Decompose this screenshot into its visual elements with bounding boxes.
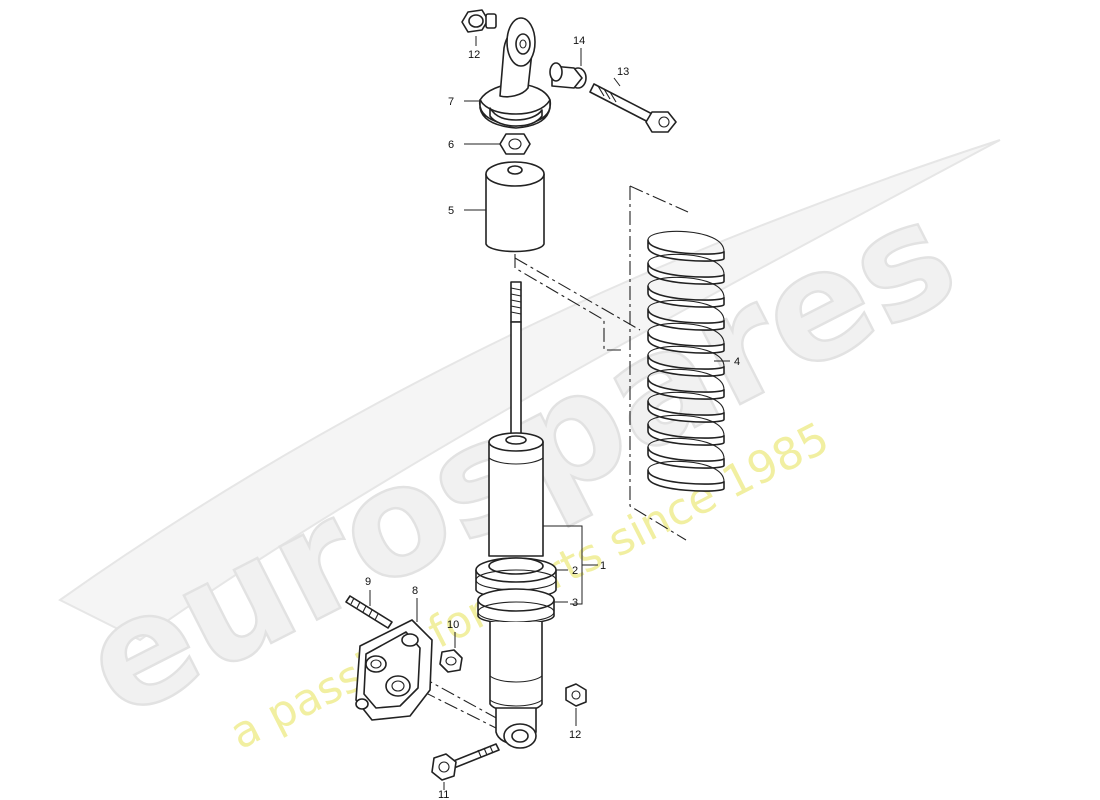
- callout-labels: 12 7 6 5 14 13 4 1 2 3 9 8 10 12 11: [365, 35, 740, 800]
- part-14-bushing: [549, 62, 587, 89]
- spring-coil-front: [647, 331, 725, 354]
- part-12-lower-nut: [565, 683, 587, 707]
- part-8-bracket: [355, 619, 433, 721]
- watermark-swoosh: [58, 139, 1001, 642]
- spring-coil-front: [647, 239, 725, 262]
- spring-coil-back: [647, 437, 725, 459]
- spring-coil-front: [647, 469, 725, 492]
- callout-12-top: 12: [468, 49, 480, 61]
- spring-coil-back: [647, 414, 725, 436]
- part-9-stud: [345, 595, 393, 629]
- callout-13: 13: [617, 66, 629, 78]
- spring-coil-front: [647, 400, 725, 423]
- part-13-bolt: [589, 83, 677, 133]
- spring-coil-back: [647, 345, 725, 367]
- part-6-nut: [499, 133, 531, 155]
- spring-coil-front: [647, 423, 725, 446]
- leader-lines: [369, 36, 730, 790]
- spring-coil-back: [647, 391, 725, 413]
- callout-14: 14: [573, 35, 585, 47]
- spring-coil-back: [647, 460, 725, 482]
- spring-coil-back: [647, 299, 725, 321]
- callout-11: 11: [438, 789, 449, 800]
- callout-4: 4: [734, 356, 740, 368]
- part-10-nut: [439, 649, 463, 673]
- callout-8: 8: [412, 585, 418, 597]
- spring-coil-front: [647, 446, 725, 469]
- spring-coil-back: [647, 368, 725, 390]
- callout-9: 9: [365, 576, 371, 588]
- spring-coil-front: [647, 262, 725, 285]
- callout-2: 2: [572, 565, 578, 577]
- spring-coil-front: [647, 285, 725, 308]
- callout-7: 7: [448, 96, 454, 108]
- callout-6: 6: [448, 139, 454, 151]
- part-1-shock-absorber: [475, 281, 557, 749]
- spring-coil-back: [647, 230, 725, 252]
- spring-coil-front: [647, 377, 725, 400]
- spring-coil-back: [647, 253, 725, 275]
- part-5-bump-stop: [485, 161, 545, 253]
- callout-1: 1: [600, 560, 606, 572]
- callout-10: 10: [447, 619, 459, 631]
- part-7-top-mount: [478, 17, 552, 129]
- part-4-coil-spring: [647, 230, 725, 492]
- callout-3: 3: [572, 597, 578, 609]
- part-12-top-nut: [461, 9, 497, 33]
- spring-coil-back: [647, 276, 725, 298]
- callout-12-bottom: 12: [569, 729, 581, 741]
- part-11-bolt: [431, 743, 500, 781]
- spring-coil-back: [647, 322, 725, 344]
- callout-5: 5: [448, 205, 454, 217]
- spring-coil-front: [647, 354, 725, 377]
- spring-coil-front: [647, 308, 725, 331]
